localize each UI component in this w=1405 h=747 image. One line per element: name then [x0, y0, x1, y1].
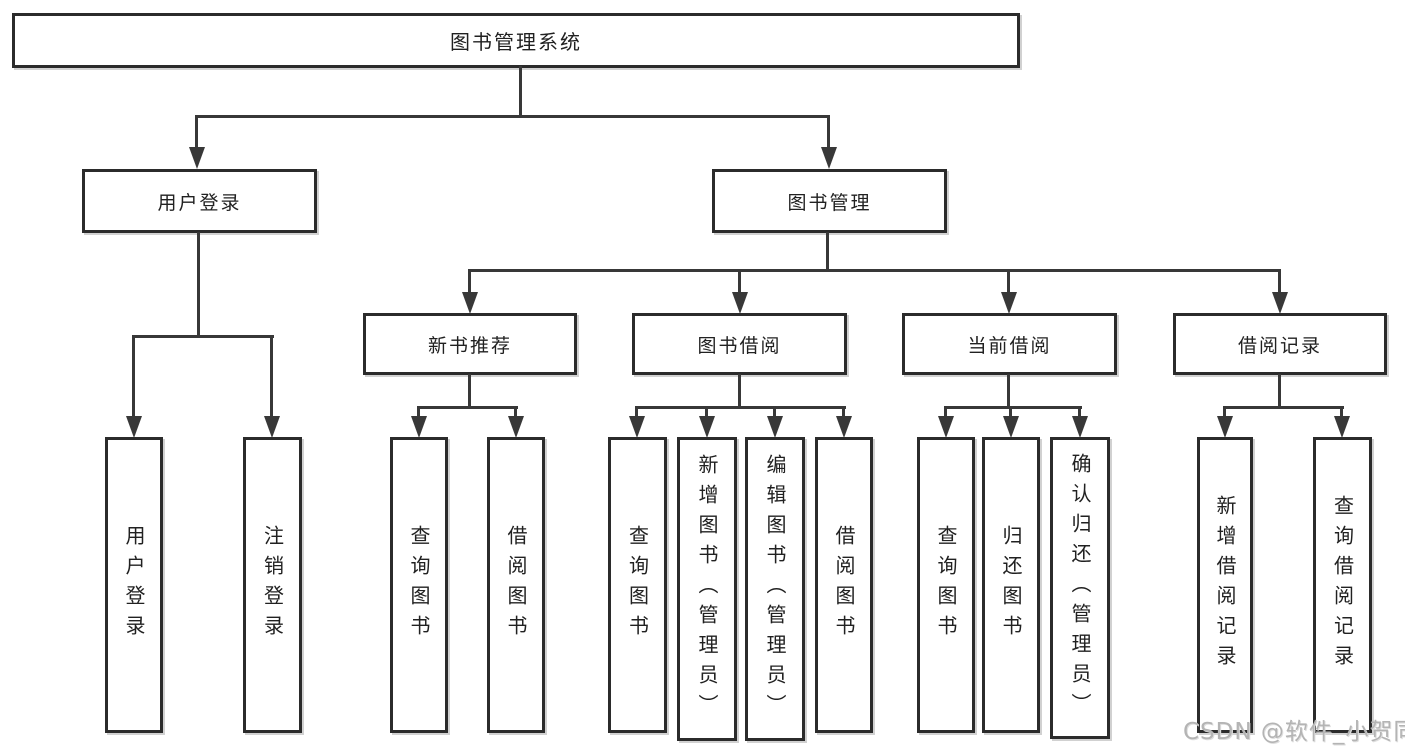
leaf-query-books-1: 查询图书 [390, 437, 448, 733]
node-label: 新书推荐 [427, 334, 512, 357]
connector-group-branch [944, 406, 1082, 409]
node-label: 图书管理 [787, 191, 872, 214]
connector-line [132, 335, 135, 418]
node-label: 当前借阅 [967, 334, 1052, 357]
arrowhead [629, 416, 645, 438]
node-label: 用户登录 [122, 525, 146, 645]
leaf-borrow-books-1: 借阅图书 [487, 437, 545, 733]
node-root-library-system: 图书管理系统 [12, 13, 1020, 68]
node-label: 查询借阅记录 [1330, 495, 1355, 675]
connector-line [417, 406, 420, 418]
node-user-login: 用户登录 [82, 169, 317, 233]
arrowhead [767, 416, 783, 438]
node-borrowing-records: 借阅记录 [1173, 313, 1387, 375]
arrowhead [1272, 292, 1288, 314]
leaf-borrow-books-2: 借阅图书 [815, 437, 873, 733]
node-current-borrowing: 当前借阅 [902, 313, 1117, 375]
connector-root-stem [519, 66, 522, 118]
arrowhead [411, 416, 427, 438]
connector-line [1340, 406, 1343, 418]
connector-line [1078, 406, 1081, 418]
csdn-watermark: CSDN @软件_小贺同学 [1183, 719, 1405, 745]
leaf-logout: 注销登录 [243, 437, 302, 733]
arrowhead [821, 147, 837, 169]
connector-level1-branch [195, 115, 830, 118]
node-label: 编辑图书（管理员） [763, 454, 787, 724]
arrowhead [938, 416, 954, 438]
leaf-user-login: 用户登录 [105, 437, 163, 733]
connector-line [514, 406, 517, 418]
arrowhead [462, 292, 478, 314]
arrowhead [189, 147, 205, 169]
connector-line [842, 406, 845, 418]
connector-line [944, 406, 947, 418]
connector-userlogin-stem [197, 232, 200, 337]
node-label: 确认归还（管理员） [1068, 453, 1092, 723]
node-label: 图书管理系统 [450, 30, 582, 54]
arrowhead [1072, 416, 1088, 438]
connector-userlogin-branch [132, 335, 274, 338]
leaf-edit-books-admin: 编辑图书（管理员） [745, 437, 805, 741]
arrowhead [732, 292, 748, 314]
arrowhead [1334, 416, 1350, 438]
connector-line [270, 335, 273, 418]
arrowhead [126, 416, 142, 438]
connector-line [827, 115, 830, 148]
node-label: 注销登录 [260, 525, 285, 645]
node-label: 新增借阅记录 [1213, 495, 1237, 675]
leaf-add-borrow-record: 新增借阅记录 [1197, 437, 1253, 733]
connector-line [195, 115, 198, 148]
connector-stem [1007, 374, 1010, 409]
arrowhead [508, 416, 524, 438]
connector-level2-branch [468, 269, 1281, 272]
node-label: 借阅图书 [504, 525, 528, 645]
node-label: 新增图书（管理员） [695, 454, 719, 724]
connector-line [468, 269, 471, 294]
leaf-query-books-2: 查询图书 [608, 437, 667, 733]
arrowhead [1217, 416, 1233, 438]
connector-line [1278, 269, 1281, 294]
node-label: 图书借阅 [697, 334, 782, 357]
arrowhead [836, 416, 852, 438]
connector-group-branch [1223, 406, 1344, 409]
connector-bookmgmt-stem [826, 232, 829, 272]
leaf-return-books: 归还图书 [982, 437, 1040, 733]
connector-stem [468, 374, 471, 409]
connector-line [1223, 406, 1226, 418]
leaf-add-books-admin: 新增图书（管理员） [677, 437, 737, 741]
node-new-book-recommend: 新书推荐 [363, 313, 577, 375]
connector-line [705, 406, 708, 418]
connector-line [773, 406, 776, 418]
arrowhead [264, 416, 280, 438]
node-label: 查询图书 [934, 525, 958, 645]
node-label: 查询图书 [407, 525, 431, 645]
node-book-borrowing: 图书借阅 [632, 313, 847, 375]
node-label: 归还图书 [999, 525, 1023, 645]
node-label: 用户登录 [157, 191, 242, 214]
node-label: 借阅图书 [832, 525, 856, 645]
leaf-query-books-3: 查询图书 [917, 437, 975, 733]
connector-stem [738, 374, 741, 409]
arrowhead [699, 416, 715, 438]
connector-line [1009, 406, 1012, 418]
connector-line [738, 269, 741, 294]
node-label: 借阅记录 [1237, 334, 1322, 357]
connector-group-branch [417, 406, 518, 409]
arrowhead [1003, 416, 1019, 438]
arrowhead [1001, 292, 1017, 314]
node-label: 查询图书 [625, 525, 650, 645]
leaf-confirm-return-admin: 确认归还（管理员） [1050, 437, 1110, 739]
connector-stem [1278, 374, 1281, 409]
connector-line [635, 406, 638, 418]
leaf-query-borrow-record: 查询借阅记录 [1313, 437, 1372, 733]
node-book-management: 图书管理 [712, 169, 947, 233]
connector-line [1007, 269, 1010, 294]
connector-group-branch [635, 406, 846, 409]
